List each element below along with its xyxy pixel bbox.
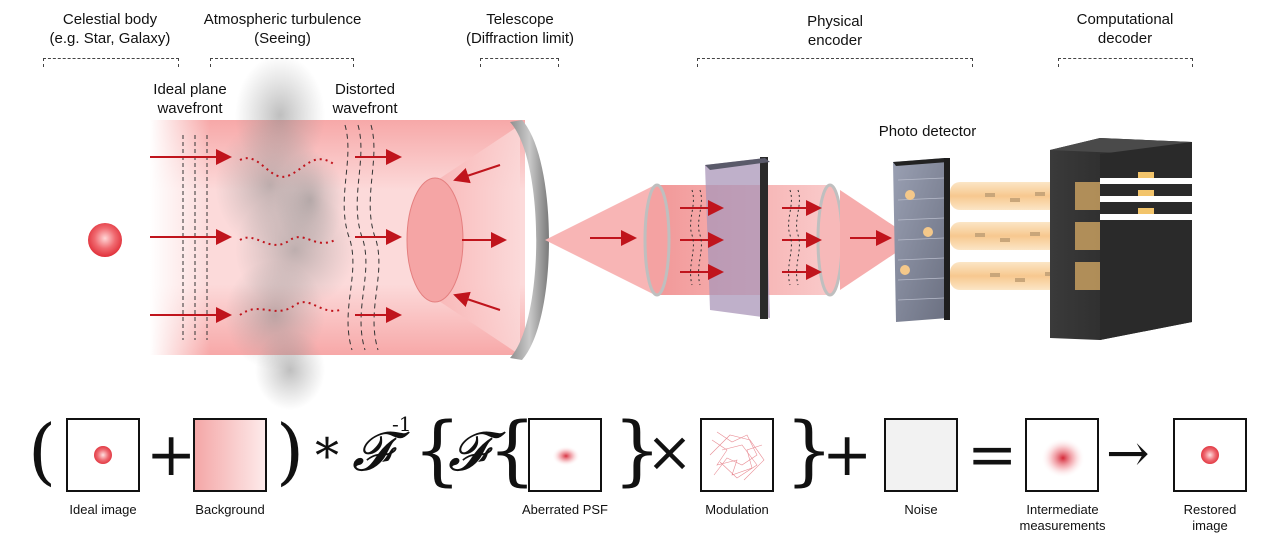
ideal-image-caption: Ideal image	[69, 502, 137, 517]
restored-image-box	[1173, 418, 1247, 492]
encoder-bracket	[697, 58, 973, 67]
modulation-box	[700, 418, 774, 492]
inverse-fourier-symbol: 𝓕	[352, 420, 392, 483]
physical-encoder-label: Physical encoder	[807, 13, 863, 49]
open-paren: (	[28, 409, 57, 493]
relay-cone	[545, 185, 655, 295]
restored-image-star	[1201, 446, 1219, 464]
modulation-pattern	[709, 431, 765, 481]
noise-caption: Noise	[904, 502, 938, 517]
open-brace-1: {	[413, 405, 462, 494]
computational-decoder-label: Computational decoder	[1076, 11, 1174, 47]
times-sign: ×	[646, 420, 693, 485]
distorted-rays	[355, 149, 402, 323]
inverse-exponent: -1	[392, 412, 412, 436]
ideal-image-box	[66, 418, 140, 492]
encoder-lens-2	[816, 183, 844, 297]
decoder-bracket	[1058, 58, 1193, 67]
ideal-image-star	[94, 446, 112, 464]
encoder-lens-1	[643, 183, 671, 297]
phase-modulator	[705, 157, 770, 319]
atmospheric-turbulence-label: Atmospheric turbulence (Seeing)	[203, 11, 362, 47]
restore-arrow: →	[1106, 424, 1150, 484]
telescope-rays	[453, 164, 507, 311]
intermediate-measurement-box	[1025, 418, 1099, 492]
aberrated-psf-box	[528, 418, 602, 492]
computational-decoder-device	[1050, 138, 1192, 340]
celestial-body-label: Celestial body (e.g. Star, Galaxy)	[49, 11, 171, 47]
intermediate-measurements-caption: Intermediate measurements	[1019, 502, 1106, 533]
restored-image-caption: Restored image	[1183, 502, 1237, 533]
data-tubes	[950, 182, 1075, 290]
celestial-star	[88, 223, 122, 257]
plus-sign-1: +	[146, 420, 197, 490]
photo-detector-label: Photo detector	[878, 123, 977, 140]
convolution-sign: *	[315, 428, 339, 484]
fourier-symbol: 𝓕	[448, 420, 488, 483]
background-fill	[195, 420, 265, 490]
distorted-wavefront-lines	[343, 124, 380, 351]
primary-mirror	[510, 120, 549, 360]
noise-box	[884, 418, 958, 492]
turbulent-rays	[239, 157, 341, 316]
background-caption: Background	[195, 502, 265, 517]
turbulence-smoke	[215, 55, 355, 410]
celestial-bracket	[43, 58, 179, 67]
psf-blob	[552, 446, 580, 466]
incoming-rays	[150, 149, 232, 323]
turbulence-bracket	[210, 58, 354, 67]
plus-sign-2: +	[822, 420, 873, 490]
distorted-wavefront-label: Distorted wavefront	[332, 81, 398, 117]
ideal-wavefront-label: Ideal plane wavefront	[153, 81, 227, 117]
encoder-rays	[680, 200, 822, 280]
close-brace-2: }	[785, 405, 834, 494]
telescope-bracket	[480, 58, 559, 67]
secondary-mirror	[406, 177, 464, 303]
close-paren: )	[276, 409, 305, 493]
ideal-wavefront-lines	[182, 135, 208, 340]
modulation-caption: Modulation	[705, 502, 769, 517]
background-box	[193, 418, 267, 492]
telescope-label: Telescope (Diffraction limit)	[465, 11, 575, 47]
close-brace-1: }	[613, 405, 662, 494]
aberrated-psf-caption: Aberrated PSF	[522, 502, 608, 517]
equals-sign: =	[967, 420, 1018, 490]
photo-detector-device	[893, 158, 950, 322]
measurement-blob	[1041, 438, 1085, 478]
